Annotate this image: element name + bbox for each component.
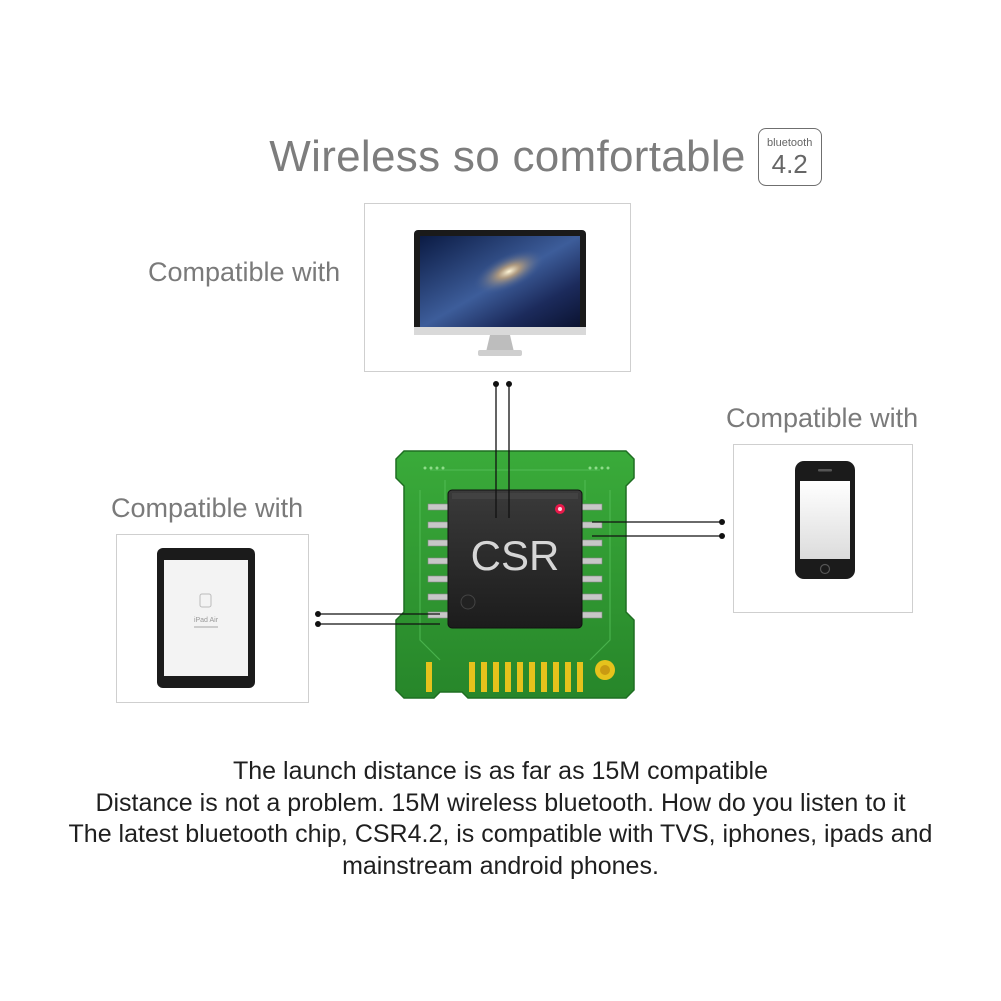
bluetooth-badge: bluetooth 4.2: [757, 128, 822, 186]
description-line-3: The latest bluetooth chip, CSR4.2, is co…: [68, 820, 933, 848]
tablet-screen-text: iPad Air: [194, 617, 219, 624]
tablet-icon: iPad Air: [157, 548, 255, 688]
headline-title: Wireless so comfortable: [269, 132, 746, 181]
headline: Wireless so comfortable bluetooth 4.2: [0, 128, 1001, 186]
description-line-2: Distance is not a problem. 15M wireless …: [95, 788, 906, 817]
bluetooth-badge-name: bluetooth: [767, 137, 813, 149]
phone-compatible-label: Compatible with: [726, 403, 919, 433]
bluetooth-badge-version: 4.2: [771, 149, 808, 179]
description-line-4: mainstream android phones.: [342, 851, 659, 880]
chip-label: CSR: [471, 532, 560, 579]
monitor-compatible-label: Compatible with: [148, 257, 341, 287]
tablet-compatible-label: Compatible with: [111, 493, 304, 523]
monitor-icon: [414, 230, 586, 356]
connection-dots: [315, 381, 725, 627]
csr-chip: CSR: [447, 489, 583, 629]
pcb-gold-contacts: [426, 662, 583, 692]
connection-lines: [318, 384, 722, 625]
phone-icon: [795, 461, 855, 579]
description: The launch distance is as far as 15M com…: [0, 756, 1001, 882]
description-line-1: The launch distance is as far as 15M com…: [233, 757, 768, 785]
